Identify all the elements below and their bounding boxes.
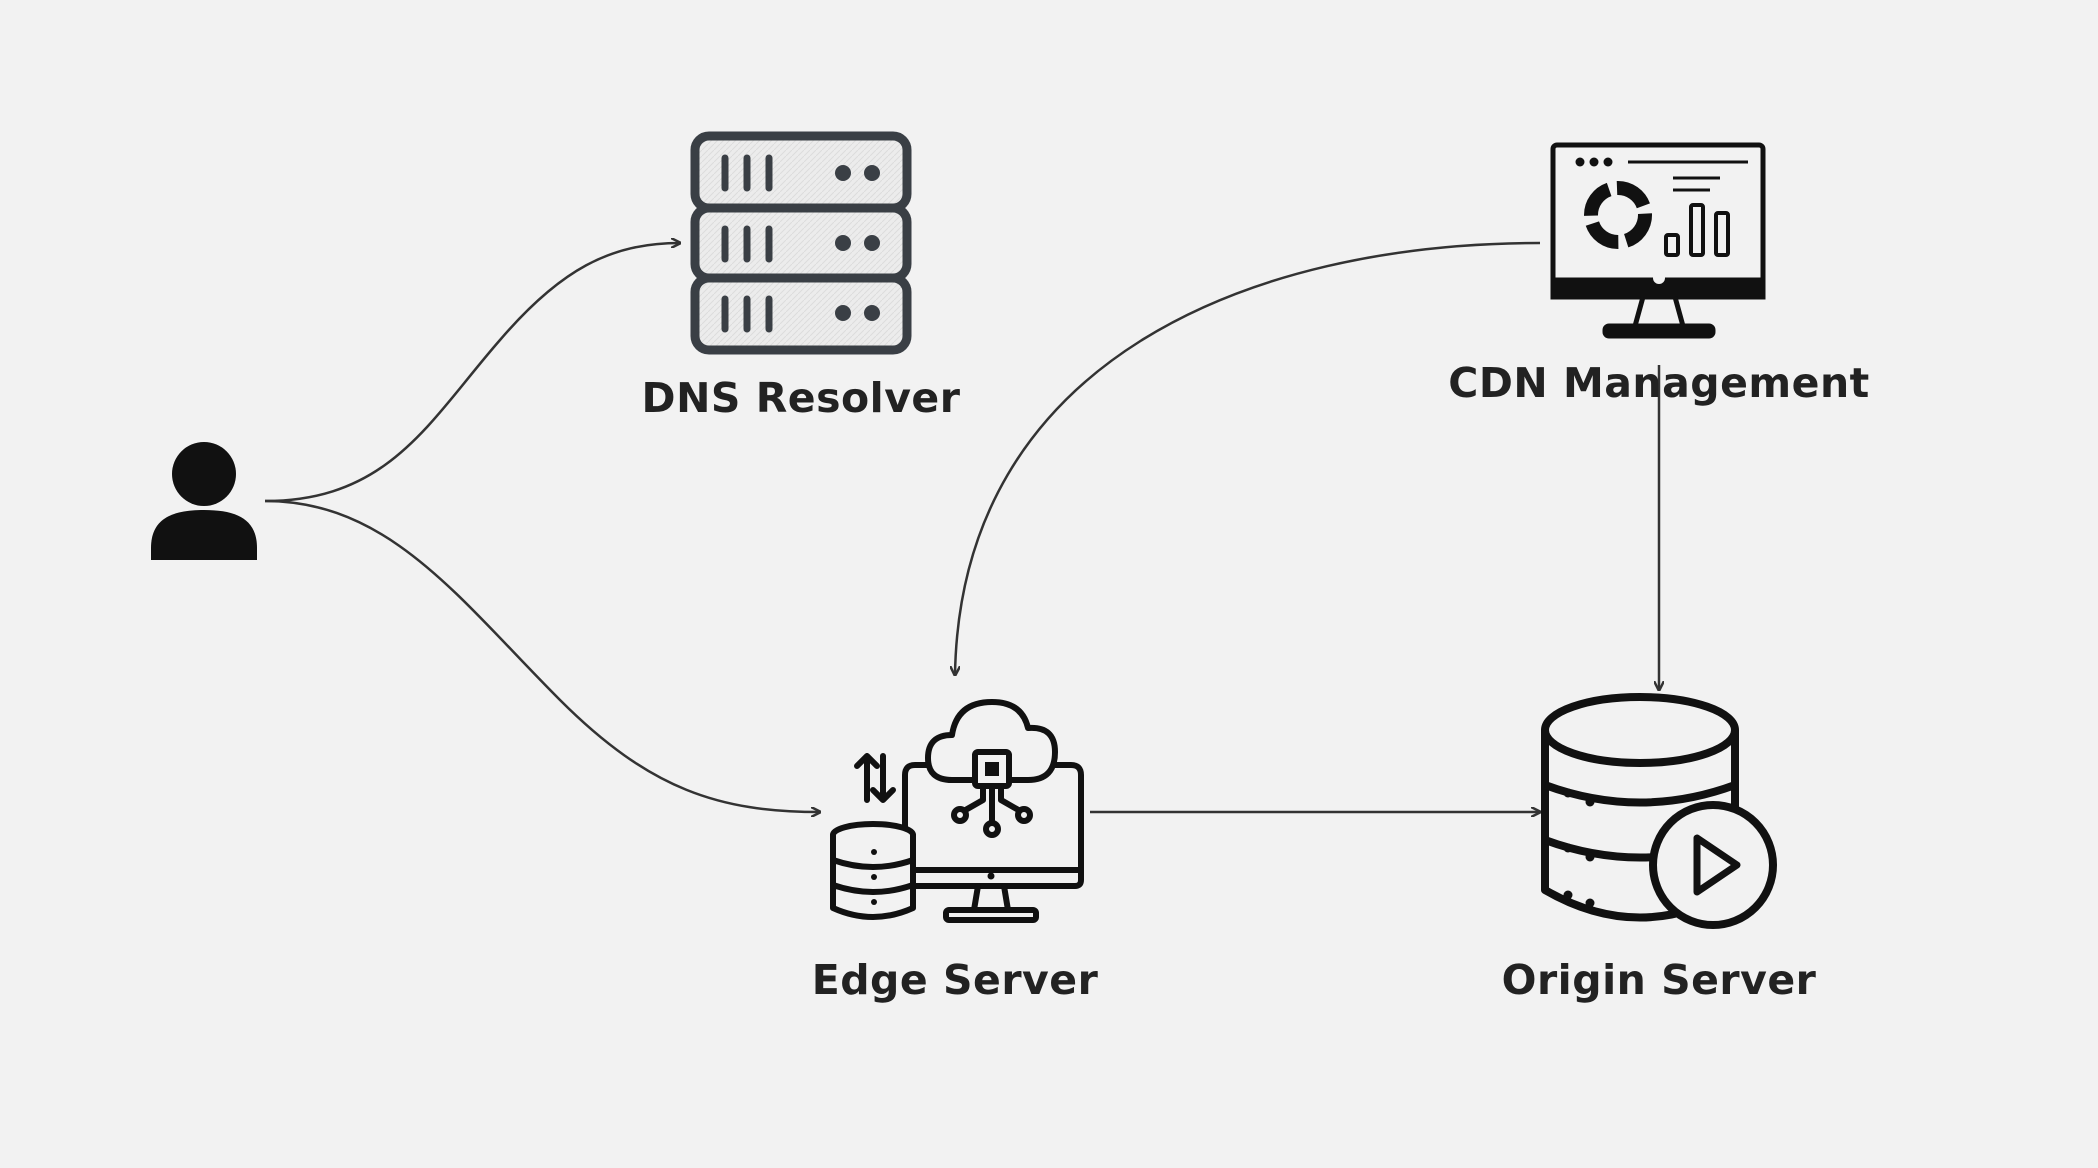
edge-cdn-to-edge bbox=[955, 241, 1541, 675]
edges bbox=[264, 241, 1659, 812]
cloud-monitor-database-icon bbox=[830, 699, 1084, 923]
origin-server-label: Origin Server bbox=[1501, 956, 1817, 1004]
server-rack-icon bbox=[690, 131, 912, 355]
edge-user-to-dns bbox=[264, 243, 680, 503]
edge-server-label: Edge Server bbox=[811, 956, 1099, 1004]
dns-resolver-label: DNS Resolver bbox=[641, 374, 961, 422]
monitor-dashboard-icon bbox=[1550, 142, 1766, 339]
user-icon bbox=[151, 442, 257, 560]
edge-user-to-edge bbox=[264, 499, 820, 812]
database-play-icon bbox=[1541, 693, 1777, 929]
cdn-management-label: CDN Management bbox=[1448, 359, 1870, 407]
